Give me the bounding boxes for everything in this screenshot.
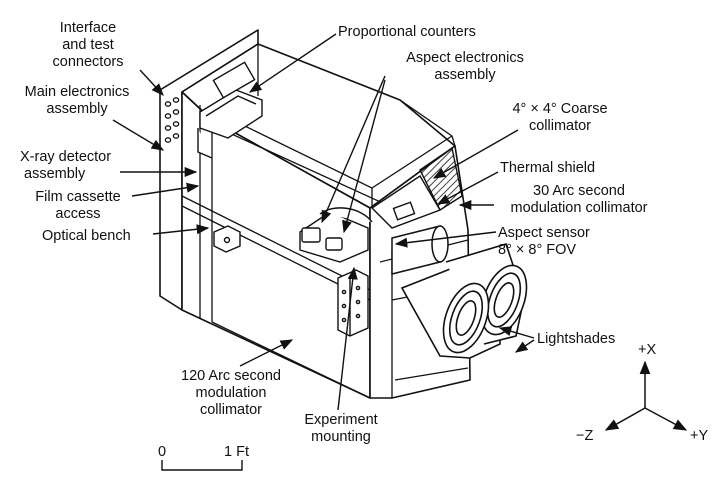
label-xray-detector-l1: X-ray detector bbox=[20, 149, 112, 165]
label-aspect-electronics-l1: Aspect electronics bbox=[406, 50, 524, 66]
leader-coarse-collimator bbox=[432, 129, 519, 179]
label-30-arcsec-collimator: 30 Arc second modulation collimator bbox=[492, 183, 666, 217]
label-120-arcsec-collimator-l3: collimator bbox=[199, 402, 263, 418]
label-aspect-sensor: Aspect sensor 8° × 8° FOV bbox=[498, 225, 590, 259]
label-film-cassette-l1: Film cassette bbox=[35, 189, 121, 205]
label-aspect-electronics: Aspect electronics assembly bbox=[390, 50, 540, 84]
coordinate-axes bbox=[604, 360, 688, 431]
proportional-counters-housing bbox=[197, 61, 263, 159]
leader-proportional-counters bbox=[248, 33, 337, 93]
label-experiment-mounting-l2: mounting bbox=[311, 429, 371, 445]
label-interface-connectors-l3: connectors bbox=[52, 54, 124, 70]
label-interface-connectors-l1: Interface bbox=[59, 20, 117, 36]
leader-lightshades-1 bbox=[498, 326, 535, 339]
scale-start-label: 0 bbox=[158, 444, 167, 460]
coarse-collimator-block bbox=[370, 146, 463, 229]
experiment-mounting-fitting bbox=[337, 269, 369, 337]
leader-aspect-electronics-1 bbox=[321, 75, 386, 224]
axis-plus-y-arrow bbox=[644, 407, 688, 431]
label-proportional-counters: Proportional counters bbox=[338, 24, 476, 40]
label-thermal-shield: Thermal shield bbox=[500, 160, 596, 176]
label-interface-connectors: Interface and test connectors bbox=[40, 20, 136, 71]
label-120-arcsec-collimator-l1: 120 Arc second bbox=[181, 368, 281, 384]
label-optical-bench: Optical bench bbox=[42, 228, 131, 244]
axis-minus-z-label: −Z bbox=[576, 428, 594, 444]
leader-lightshades-2 bbox=[514, 339, 535, 353]
leader-interface-connectors bbox=[139, 69, 164, 96]
label-coarse-collimator-l2: collimator bbox=[528, 118, 592, 134]
label-coarse-collimator-l1: 4° × 4° Coarse bbox=[512, 101, 608, 117]
label-aspect-sensor-l1: Aspect sensor bbox=[498, 225, 590, 241]
label-film-cassette: Film cassette access bbox=[24, 189, 132, 223]
label-interface-connectors-l2: and test bbox=[62, 37, 114, 53]
label-aspect-electronics-l2: assembly bbox=[434, 67, 496, 83]
leader-aspect-electronics-2 bbox=[342, 79, 386, 234]
leader-experiment-mounting bbox=[337, 266, 358, 411]
body-detail-lines bbox=[181, 44, 471, 399]
label-lightshades: Lightshades bbox=[537, 331, 616, 347]
label-main-electronics-l1: Main electronics bbox=[24, 84, 130, 100]
lightshades-group bbox=[400, 243, 528, 359]
leader-thermal-shield bbox=[436, 171, 499, 205]
label-main-electronics: Main electronics assembly bbox=[14, 84, 140, 118]
label-30-arcsec-collimator-l2: modulation collimator bbox=[510, 200, 648, 216]
scale-bar bbox=[161, 460, 243, 471]
label-main-electronics-l2: assembly bbox=[46, 101, 108, 117]
axis-plus-y-label: +Y bbox=[690, 428, 709, 444]
label-experiment-mounting-l1: Experiment bbox=[304, 412, 378, 428]
label-120-arcsec-collimator-l2: modulation bbox=[195, 385, 267, 401]
label-aspect-sensor-l2: 8° × 8° FOV bbox=[498, 242, 577, 258]
leader-120-arcsec-collimator bbox=[239, 339, 294, 367]
leader-film-cassette bbox=[131, 182, 200, 197]
axis-plus-x-label: +X bbox=[638, 342, 657, 358]
leader-main-electronics bbox=[112, 119, 165, 151]
axis-minus-z-arrow bbox=[604, 407, 646, 431]
label-experiment-mounting: Experiment mounting bbox=[296, 412, 386, 446]
label-film-cassette-l2: access bbox=[55, 206, 101, 222]
optical-bench-bracket bbox=[213, 225, 241, 253]
scale-end-label: 1 Ft bbox=[224, 444, 249, 460]
leader-aspect-sensor bbox=[394, 231, 497, 248]
label-120-arcsec-collimator: 120 Arc second modulation collimator bbox=[166, 368, 296, 419]
label-coarse-collimator: 4° × 4° Coarse collimator bbox=[490, 101, 630, 135]
label-30-arcsec-collimator-l1: 30 Arc second bbox=[533, 183, 625, 199]
leader-optical-bench bbox=[152, 224, 210, 235]
label-xray-detector-l2: assembly bbox=[24, 166, 86, 182]
label-xray-detector: X-ray detector assembly bbox=[20, 149, 111, 183]
interface-connectors-group bbox=[164, 97, 180, 143]
leader-lines bbox=[112, 33, 535, 411]
